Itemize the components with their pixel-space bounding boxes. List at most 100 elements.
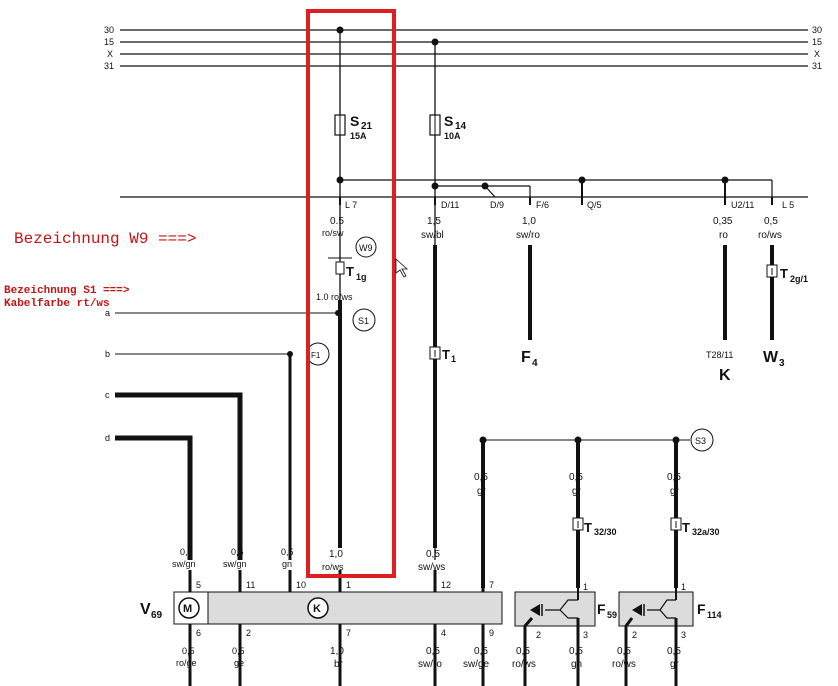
- side-line-b: b: [105, 349, 110, 359]
- output-wire-labels: 0,5 ro/ge 0,5 ge 1,0 br 0,5 sw/ro 0,5 sw…: [176, 646, 490, 670]
- connector-t1g-name: T: [346, 264, 354, 279]
- svg-text:3: 3: [681, 630, 686, 640]
- s3-wire-labels: 0,5 gr 0,5 gr 0,5 gr: [474, 472, 681, 497]
- svg-text:9: 9: [489, 628, 494, 638]
- svg-text:F: F: [521, 349, 531, 366]
- output-pin-labels: 6 2 7 4 9: [196, 628, 494, 638]
- svg-text:7: 7: [346, 628, 351, 638]
- wire-l5-size: 0,5: [764, 216, 778, 227]
- svg-text:2: 2: [536, 630, 541, 640]
- wire-l7-size: 0.5: [330, 216, 344, 227]
- v69-sub: 69: [151, 610, 163, 621]
- f59-sub: 59: [607, 610, 617, 620]
- input-pin-labels: 5 11 10 1 12 7: [196, 580, 494, 590]
- wire-u211-color: ro: [719, 230, 728, 241]
- wire-f59-3-color: gn: [571, 659, 582, 670]
- svg-text:W9: W9: [359, 243, 373, 253]
- wire-b7-color: br: [334, 659, 344, 670]
- connector-t32a-30: T 32a/30: [670, 517, 720, 537]
- wire-b6-size: 0,5: [182, 646, 195, 656]
- wire-l7-color: ro/sw: [322, 228, 344, 238]
- wire-in12-color: sw/ws: [418, 562, 445, 573]
- wire-b7-size: 1,0: [330, 646, 344, 657]
- connector-t1g: T 1g: [328, 257, 367, 282]
- connector-t32-30-name: T: [584, 520, 592, 535]
- fuse-s14-sub: 14: [455, 121, 467, 132]
- rail-label-31-left: 31: [104, 61, 114, 71]
- wire-in12-size: 0,5: [426, 549, 440, 560]
- connector-t1g-sub: 1g: [356, 272, 367, 282]
- wire-d11-color: sw/bl: [421, 230, 444, 241]
- v69-name: V: [140, 601, 151, 618]
- wire-d11-size: 1,5: [427, 216, 441, 227]
- wire-f114-3-color: gr: [670, 659, 680, 670]
- wire-f59-2-color: ro/ws: [512, 659, 536, 670]
- f114-sub: 114: [707, 610, 722, 620]
- terminal-d9: D/9: [490, 200, 504, 210]
- connector-t1-sub: 1: [451, 354, 456, 364]
- component-k: K: [719, 367, 731, 384]
- svg-text:1: 1: [346, 580, 351, 590]
- component-v69: M K V 69: [140, 591, 503, 625]
- terminal-f6: F/6: [536, 200, 549, 210]
- svg-text:4: 4: [441, 628, 446, 638]
- rail-label-30-right: 30: [812, 25, 822, 35]
- wire-in5-color: sw/gn: [172, 559, 196, 569]
- fuse-s21: S 21 15A: [334, 26, 373, 300]
- wire-b2-size: 0,5: [232, 646, 245, 656]
- component-w3: W 3: [763, 349, 785, 369]
- fuse-s14-name: S: [444, 113, 453, 129]
- input-wire-labels: 0,5 sw/gn 0,5 sw/gn 0,5 gn 1,0 ro/ws 0,5…: [172, 547, 445, 573]
- component-f114: 1 F 114 2 3 0,5 ro/ws 0,5 gr: [612, 582, 722, 686]
- wire-f114-2-size: 0,5: [617, 646, 631, 657]
- wire-in5-size: 0,5: [180, 547, 193, 557]
- output-pins: [188, 624, 485, 686]
- svg-text:3: 3: [583, 630, 588, 640]
- bus-rail-labels-right: 30 15 X 31: [812, 25, 822, 71]
- component-f4: F 4: [521, 349, 538, 369]
- connector-t32a-30-name: T: [682, 520, 690, 535]
- rail-label-x-right: X: [814, 49, 820, 59]
- busbar-junctions: [481, 176, 729, 190]
- wire-f6-color: sw/ro: [516, 230, 540, 241]
- component-f59: 1 F 59 2 3 0,5 ro/ws 0,5 gn: [512, 582, 617, 686]
- input-pins: [188, 570, 485, 592]
- s3-distribution: S3: [479, 428, 714, 588]
- side-lines: a b c d: [105, 308, 341, 560]
- node-w9: W9: [355, 236, 377, 258]
- connector-t28-11: T28/11: [706, 350, 733, 360]
- rail-label-31-right: 31: [812, 61, 822, 71]
- terminal-q5: Q/5: [587, 200, 602, 210]
- svg-text:1: 1: [681, 582, 686, 592]
- wire-f6-size: 1,0: [522, 216, 536, 227]
- rail-label-30-left: 30: [104, 25, 114, 35]
- busbar-pin-ticks: [339, 180, 773, 205]
- wire-in1-size: 1,0: [329, 549, 343, 560]
- connector-t1-name: T: [442, 347, 450, 362]
- wire-b6-color: ro/ge: [176, 658, 197, 668]
- wire-f59-2-size: 0,5: [516, 646, 530, 657]
- connector-t2g1: T 2g/1: [766, 264, 808, 284]
- wire-f114-3-size: 0,5: [667, 646, 681, 657]
- wire-in1-color: ro/ws: [322, 562, 344, 572]
- wire-f59-3-size: 0,5: [569, 646, 583, 657]
- side-line-c: c: [105, 390, 110, 400]
- svg-text:2: 2: [246, 628, 251, 638]
- motor-symbol: M: [183, 603, 192, 615]
- wire-in11-size: 0,5: [231, 547, 244, 557]
- rail-label-15-left: 15: [104, 37, 114, 47]
- terminal-u211: U2/11: [731, 200, 754, 210]
- wire-lower1-color: gr: [477, 486, 487, 497]
- wire-b9-size: 0,5: [474, 646, 488, 657]
- wire-u211-size: 0,35: [713, 216, 733, 227]
- fuse-s21-sub: 21: [361, 121, 373, 132]
- connector-t32-30: T 32/30: [572, 517, 617, 537]
- svg-text:1: 1: [583, 582, 588, 592]
- wire-b2-color: ge: [234, 658, 244, 668]
- terminal-d11: D/11: [441, 200, 459, 210]
- svg-text:W: W: [763, 349, 779, 366]
- wire-l7-bottom-label: 1.0 ro/ws: [316, 292, 353, 302]
- rail-label-x-left: X: [107, 49, 113, 59]
- connector-t2g1-sub: 2g/1: [790, 274, 808, 284]
